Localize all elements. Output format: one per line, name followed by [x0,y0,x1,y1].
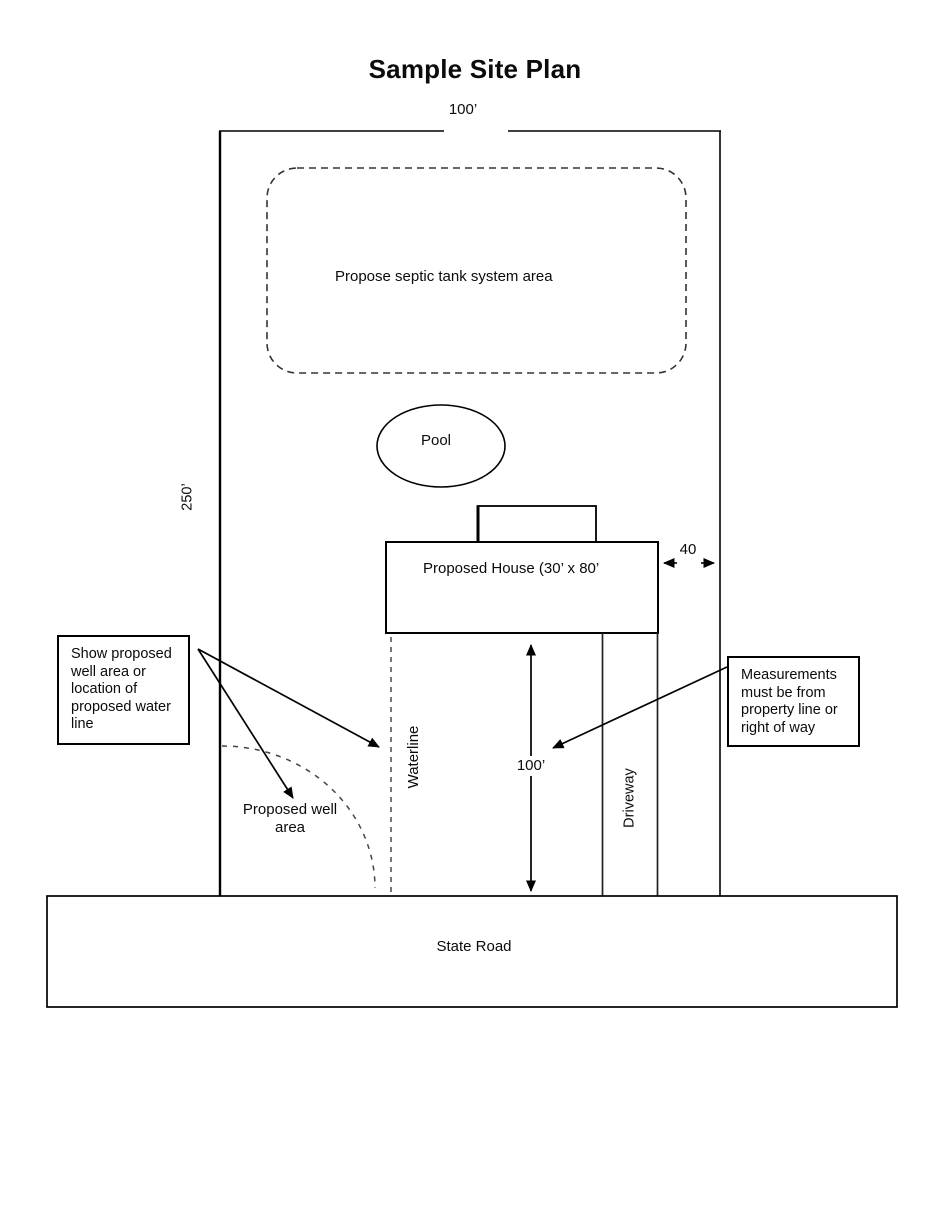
well-callout-arrow-waterline [197,648,380,748]
well-area-arc [221,745,376,889]
pool-label: Pool [420,432,452,449]
state-road-outline [46,895,898,1008]
state-road-label: State Road [436,938,512,955]
page-title: Sample Site Plan [368,54,582,84]
driveway-label: Driveway [621,768,638,828]
side-setback-label: 40 [679,541,697,558]
property-width-label: 100’ [448,101,478,118]
measurements-callout-text: Measurements must be from property line … [741,667,838,736]
house-label: Proposed House (30’ x 80’ [423,560,600,577]
property-depth-label: 250’ [179,483,196,511]
well-callout-text: Show proposed well area or location of p… [71,646,172,733]
septic-area-label: Propose septic tank system area [335,268,553,285]
well-callout-arrow-well-area [197,648,294,799]
house-outline [385,541,659,634]
front-setback-label: 100’ [513,756,549,776]
house-garage-outline [476,505,597,543]
measurements-callout-box: Measurements must be from property line … [727,656,860,747]
pool-outline [376,404,506,488]
well-area-label: Proposed well area [242,801,338,836]
well-callout-box: Show proposed well area or location of p… [57,635,190,745]
measurements-callout-arrow [552,666,728,749]
waterline-label: Waterline [405,725,422,789]
